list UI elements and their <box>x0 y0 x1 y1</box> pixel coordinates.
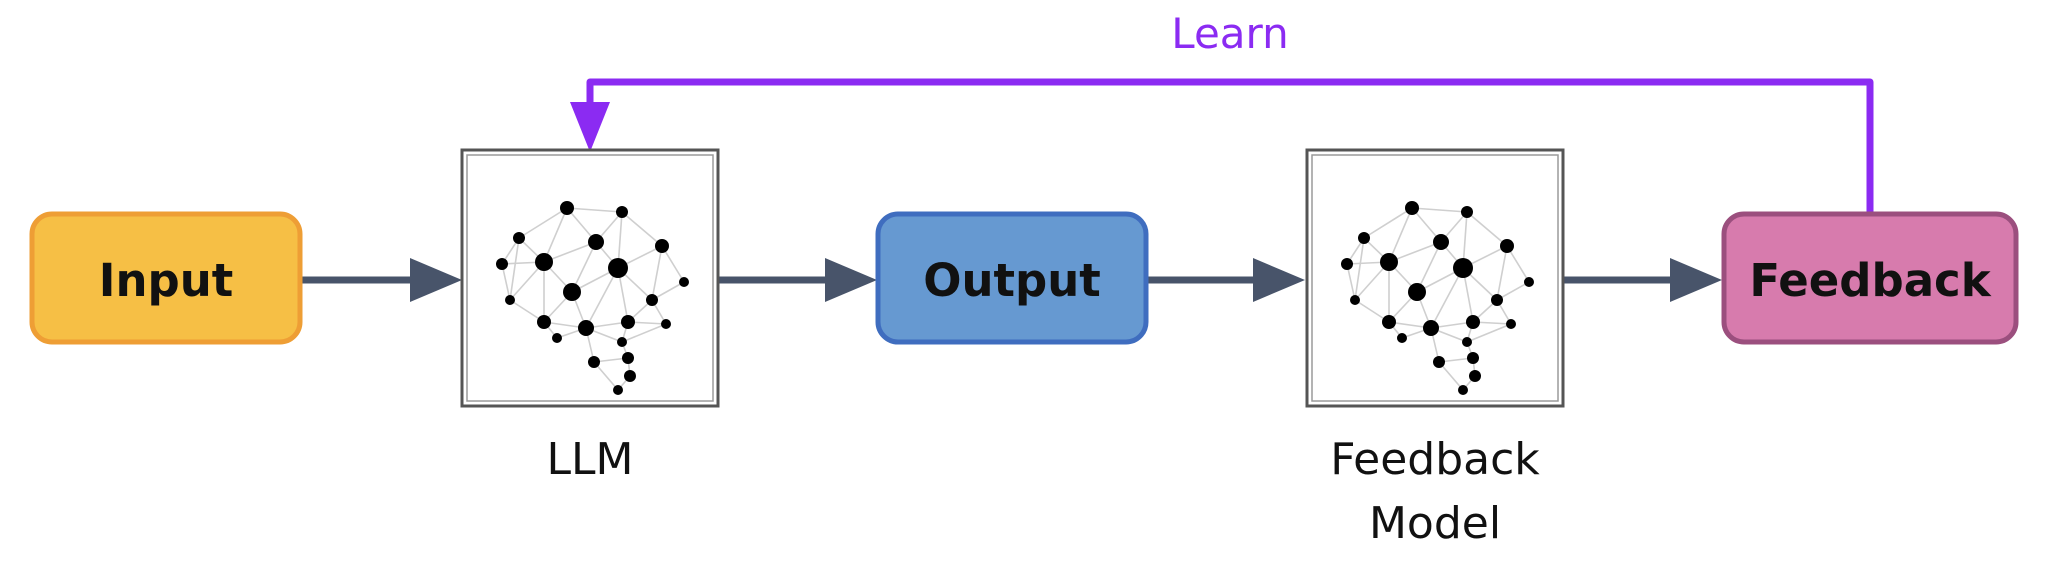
learn-label: Learn <box>1171 9 1288 58</box>
input-box: Input <box>29 211 303 345</box>
feedback-model-caption-line2: Model <box>1369 498 1501 549</box>
arrow-input-to-llm <box>300 258 462 302</box>
output-label: Output <box>923 254 1101 307</box>
learn-loop-arrow: Learn <box>570 9 1874 212</box>
feedback-label: Feedback <box>1749 254 1991 307</box>
arrow-output-to-feedback-model <box>1146 258 1305 302</box>
llm-caption: LLM <box>547 434 634 485</box>
input-label: Input <box>99 254 234 307</box>
llm-model-box <box>460 148 720 408</box>
output-box: Output <box>875 211 1149 345</box>
arrow-feedback-model-to-feedback <box>1562 258 1722 302</box>
feedback-box: Feedback <box>1721 211 2019 345</box>
arrow-llm-to-output <box>718 258 877 302</box>
feedback-model-caption-line1: Feedback <box>1330 434 1540 485</box>
feedback-model-box <box>1305 148 1565 408</box>
